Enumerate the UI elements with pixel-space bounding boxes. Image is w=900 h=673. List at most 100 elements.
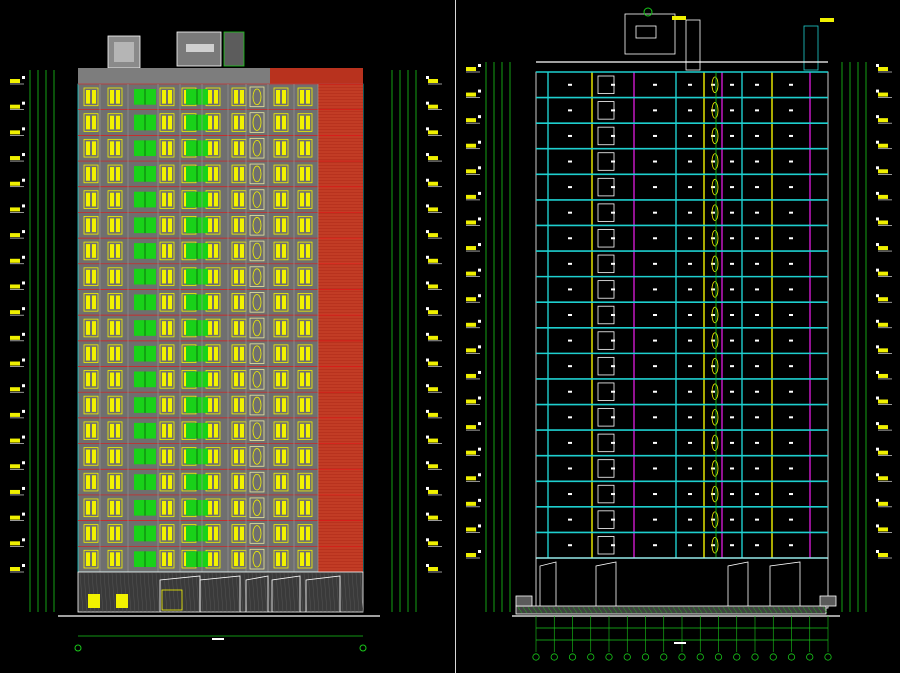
room-label-mark bbox=[611, 134, 615, 137]
elevator-marker bbox=[711, 485, 719, 503]
level-tag-marker bbox=[876, 64, 879, 67]
ground-hatch bbox=[343, 572, 348, 613]
window-pane bbox=[240, 269, 244, 284]
room-label-mark bbox=[755, 365, 759, 368]
window-pane bbox=[214, 321, 218, 335]
room-label-mark bbox=[568, 416, 572, 419]
window-yellow bbox=[297, 395, 313, 415]
window-pane bbox=[300, 244, 304, 258]
ground-hatch bbox=[259, 572, 264, 613]
ground-hatch bbox=[271, 572, 276, 613]
level-tag-marker bbox=[478, 115, 481, 119]
level-tag bbox=[10, 181, 20, 186]
window-pane bbox=[110, 346, 114, 361]
window-pane bbox=[116, 372, 120, 387]
window-yellow bbox=[159, 138, 175, 158]
stair-ornament-oval bbox=[252, 550, 262, 568]
window-yellow bbox=[107, 267, 123, 286]
roof-stair-window bbox=[114, 42, 134, 62]
section-outline bbox=[535, 71, 829, 559]
level-tag bbox=[878, 194, 888, 199]
level-tag-marker bbox=[478, 396, 481, 400]
window-yellow bbox=[297, 138, 313, 158]
ground-window bbox=[116, 594, 128, 608]
ground-hatch bbox=[143, 572, 148, 613]
stair-flight bbox=[597, 305, 615, 325]
window-pane bbox=[306, 449, 310, 464]
window-pane bbox=[214, 526, 218, 541]
foundation-hatch bbox=[712, 606, 718, 614]
room-label-mark bbox=[711, 211, 715, 214]
window-yellow bbox=[159, 318, 175, 338]
level-tag bbox=[878, 348, 888, 353]
room-label-mark bbox=[688, 288, 692, 291]
window-pane bbox=[116, 423, 120, 438]
room-label-mark bbox=[688, 211, 692, 214]
stair-ornament bbox=[249, 317, 265, 339]
window-pane bbox=[282, 115, 286, 130]
window-pane bbox=[168, 449, 172, 464]
level-tag bbox=[428, 258, 438, 263]
level-tag-marker bbox=[22, 230, 25, 234]
window-pane bbox=[240, 552, 244, 566]
window-pane bbox=[300, 295, 304, 310]
room-label-mark bbox=[611, 518, 615, 521]
window-pane bbox=[86, 552, 90, 566]
roof-machine-window bbox=[635, 25, 657, 39]
level-tag-marker bbox=[426, 461, 429, 465]
stair-flight bbox=[597, 126, 615, 146]
window-pane bbox=[214, 269, 218, 284]
window-pane bbox=[168, 500, 172, 515]
window-yellow bbox=[83, 498, 99, 518]
level-tag-marker bbox=[22, 358, 25, 362]
window-pane bbox=[110, 449, 114, 464]
foundation-hatch bbox=[577, 606, 583, 614]
window-pane bbox=[168, 321, 172, 335]
window-pane bbox=[208, 423, 212, 438]
window-yellow bbox=[107, 138, 123, 158]
window-pane bbox=[116, 269, 120, 284]
foundation-hatch bbox=[697, 606, 703, 614]
room-label-mark bbox=[755, 288, 759, 291]
window-pane bbox=[276, 526, 280, 541]
window-pane bbox=[282, 244, 286, 258]
window-pane bbox=[168, 346, 172, 361]
window-pane bbox=[282, 423, 286, 438]
room-label-mark bbox=[611, 339, 615, 342]
stair-ornament bbox=[249, 292, 265, 313]
room-label-mark bbox=[568, 467, 572, 470]
window-yellow bbox=[273, 138, 289, 158]
window-pane bbox=[208, 295, 212, 310]
window-yellow bbox=[107, 113, 123, 132]
stair-flight bbox=[597, 177, 615, 197]
window-yellow bbox=[107, 87, 123, 107]
window-pane bbox=[168, 115, 172, 130]
level-tag bbox=[428, 181, 438, 186]
window-yellow bbox=[83, 113, 99, 132]
storefront-opening bbox=[199, 575, 241, 612]
window-pane bbox=[116, 346, 120, 361]
window-pane bbox=[240, 321, 244, 335]
window-pane bbox=[162, 218, 166, 233]
room-label-mark bbox=[688, 441, 692, 444]
window-pane bbox=[110, 321, 114, 335]
room-label-mark bbox=[568, 262, 572, 265]
window-pane bbox=[276, 321, 280, 335]
level-tag-marker bbox=[478, 370, 481, 374]
window-pane bbox=[208, 552, 212, 566]
window-yellow bbox=[107, 447, 123, 466]
level-tag bbox=[878, 297, 888, 302]
room-label-mark bbox=[730, 390, 734, 393]
foundation-hatch bbox=[517, 606, 523, 614]
window-pane bbox=[92, 552, 96, 566]
level-tag bbox=[466, 425, 476, 430]
window-pane bbox=[208, 192, 212, 207]
level-tag bbox=[10, 310, 20, 315]
right-section-view bbox=[466, 7, 892, 661]
level-tag bbox=[878, 425, 888, 430]
room-label-mark bbox=[755, 134, 759, 137]
window-yellow bbox=[83, 190, 99, 209]
window-yellow bbox=[159, 395, 175, 415]
ground-hatch bbox=[179, 572, 184, 613]
foundation-hatch bbox=[757, 606, 763, 614]
